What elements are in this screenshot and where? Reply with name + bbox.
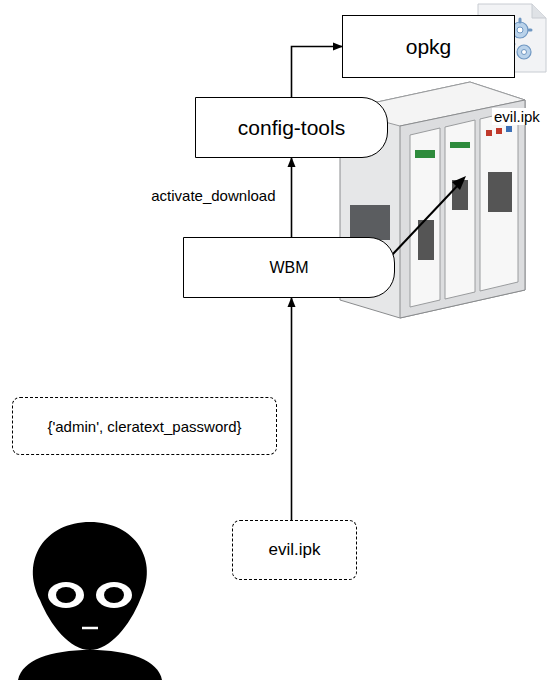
edge-label: activate_download bbox=[149, 187, 277, 204]
process-box: WBM bbox=[183, 237, 395, 298]
connector-arrow bbox=[292, 47, 343, 98]
attacker-figure bbox=[18, 522, 162, 680]
node-text: opkg bbox=[406, 35, 452, 59]
install-arrow bbox=[392, 176, 466, 255]
node-text: {'admin', cleratext_password} bbox=[47, 418, 241, 435]
credential-box: {'admin', cleratext_password} bbox=[12, 397, 277, 455]
file-label: evil.ipk bbox=[492, 108, 542, 125]
payload-box: evil.ipk bbox=[232, 520, 357, 580]
process-box: opkg bbox=[342, 15, 515, 78]
connector-arrow bbox=[291, 298, 293, 520]
node-text: evil.ipk bbox=[269, 540, 321, 560]
connector-arrow bbox=[291, 158, 293, 237]
node-text: WBM bbox=[269, 259, 308, 277]
process-box: config-tools bbox=[195, 97, 388, 158]
node-text: config-tools bbox=[238, 116, 345, 140]
